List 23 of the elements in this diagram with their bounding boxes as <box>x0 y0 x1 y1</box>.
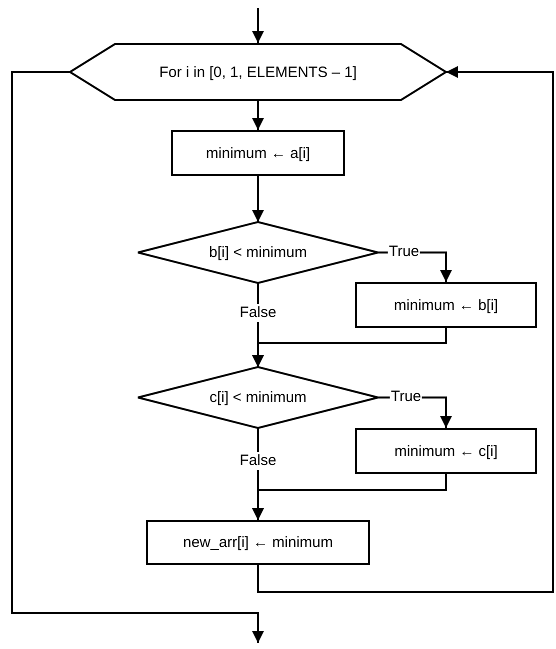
node-text: minimum ← a[i] <box>206 144 310 162</box>
process-box <box>355 282 537 328</box>
node-text: minimum ← c[i] <box>394 442 498 460</box>
decision-diamond <box>138 222 378 283</box>
arrow <box>252 101 264 130</box>
process-box <box>146 520 370 565</box>
arrow <box>252 474 447 520</box>
process-box <box>171 130 345 176</box>
node-text: minimum ← b[i] <box>394 296 498 314</box>
node-text: new_arr[i] ← minimum <box>182 534 334 551</box>
arrow <box>252 328 447 367</box>
arrow <box>11 71 264 643</box>
arrow <box>257 66 554 593</box>
process-box <box>355 428 537 474</box>
node-text: For i in [0, 1, ELEMENTS – 1] <box>159 64 357 80</box>
arrow <box>252 8 264 43</box>
edge-label: False <box>238 304 278 322</box>
node-text: b[i] < minimum <box>209 244 307 261</box>
edge-label: False <box>238 452 278 470</box>
node-text: c[i] < minimum <box>209 389 307 406</box>
arrow <box>252 176 264 222</box>
decision-diamond <box>138 367 378 428</box>
loop-hexagon <box>70 43 446 101</box>
